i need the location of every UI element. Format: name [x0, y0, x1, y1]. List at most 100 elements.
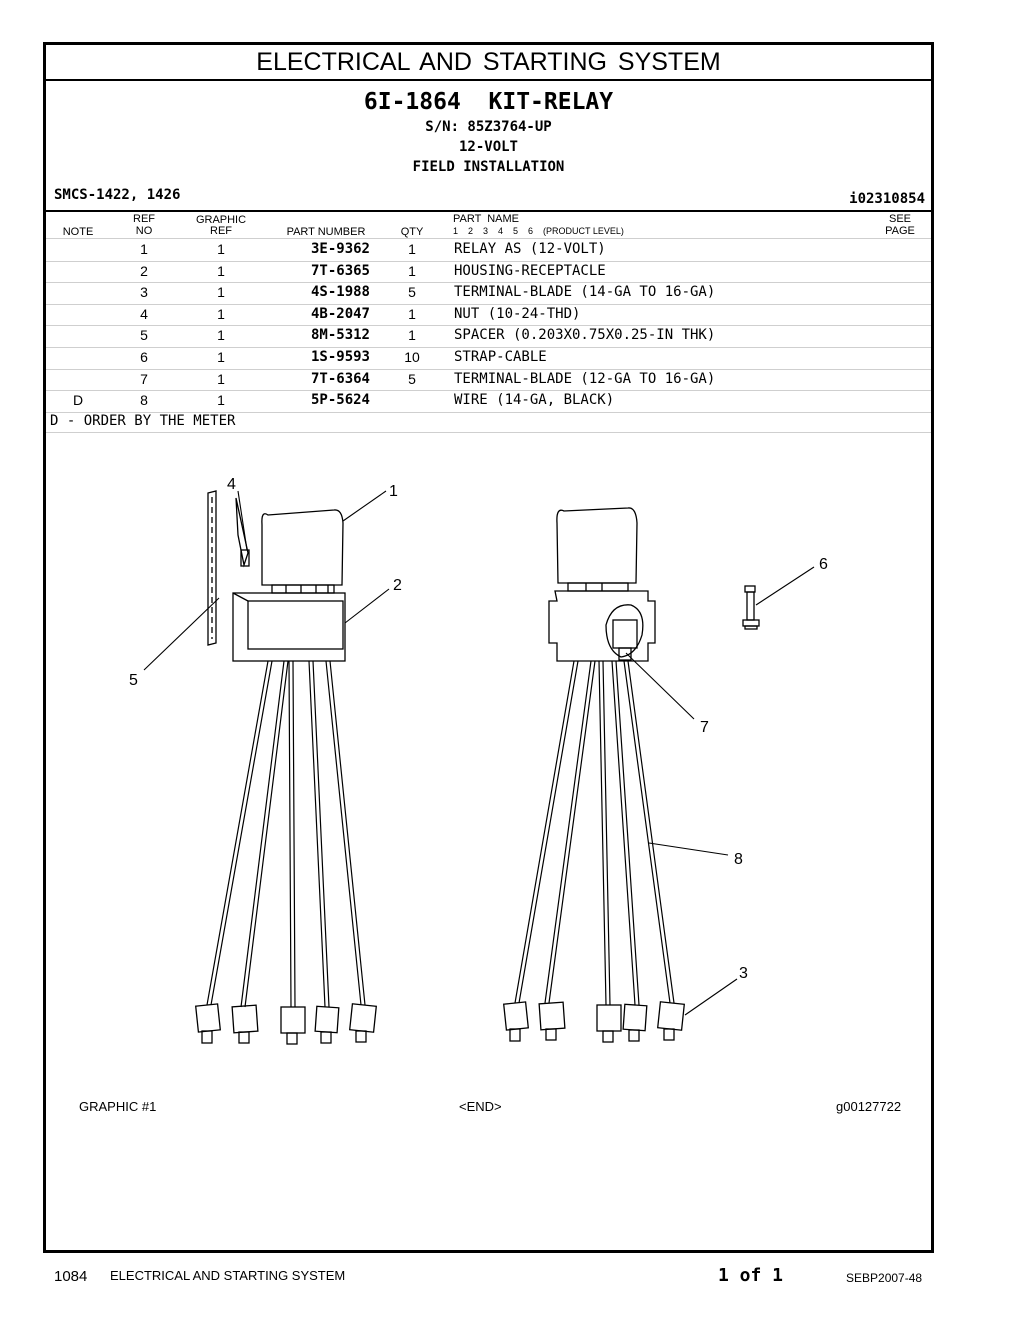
- table-row-rule: [46, 303, 931, 305]
- row-graphic-ref: 1: [217, 284, 225, 301]
- row-note: D: [72, 392, 84, 409]
- table-row-rule: [46, 368, 931, 370]
- relay-body-side: [556, 507, 638, 584]
- col-see-top: SEE: [888, 213, 911, 225]
- row-part-number: 3E-9362: [310, 241, 370, 257]
- row-graphic-ref: 1: [217, 241, 225, 257]
- footer-section: ELECTRICAL AND STARTING SYSTEM: [110, 1268, 346, 1283]
- cable-strap-part: [742, 585, 760, 630]
- col-qty: QTY: [400, 226, 424, 238]
- row-part-number: 1S-9593: [310, 349, 370, 365]
- row-qty: 5: [408, 284, 416, 301]
- left-wire-bundle: [206, 660, 366, 1008]
- section-title: ELECTRICAL AND STARTING SYSTEM: [46, 45, 931, 81]
- right-terminals: [502, 1001, 686, 1043]
- row-graphic-ref: 1: [217, 370, 225, 387]
- table-row-rule: [46, 411, 931, 413]
- row-qty: 10: [404, 349, 420, 365]
- col-ref-bottom: NO: [135, 225, 153, 237]
- col-see-bottom: PAGE: [885, 225, 915, 237]
- relay-base-side: [567, 582, 629, 592]
- row-ref-no: 5: [140, 327, 148, 344]
- graphic-id: g00127722: [836, 1099, 902, 1114]
- relay-kit-illustration: 4 1 2 5 6 7 8 3: [129, 476, 828, 1045]
- kit-title: 6I-1864 KIT-RELAY: [363, 89, 614, 115]
- callout-numbers: 4 1 2 5 6 7 8 3: [129, 476, 828, 982]
- row-qty: 5: [408, 370, 416, 387]
- page-count: 1 of 1: [718, 1265, 784, 1286]
- bracket-plate: [207, 490, 217, 646]
- row-ref-no: 8: [140, 392, 148, 409]
- table-row-rule: [46, 282, 931, 284]
- col-gref-top: GRAPHIC: [195, 214, 247, 226]
- callout-6: 6: [819, 556, 828, 573]
- callout-1: 1: [389, 483, 398, 500]
- serial-number: S/N: 85Z3764-UP: [425, 119, 552, 135]
- callout-4: 4: [227, 476, 236, 493]
- row-graphic-ref: 1: [217, 392, 225, 409]
- row-part-name: NUT (10-24-THD): [454, 305, 581, 322]
- callout-8: 8: [734, 851, 743, 868]
- relay-base: [271, 584, 335, 594]
- row-graphic-ref: 1: [217, 262, 225, 279]
- table-row-rule: [46, 325, 931, 327]
- callout-2: 2: [393, 577, 402, 594]
- smcs-code: SMCS-1422, 1426: [54, 187, 181, 203]
- row-qty: 1: [408, 241, 416, 257]
- callout-leaders: [143, 490, 815, 1016]
- callout-7: 7: [700, 719, 709, 736]
- row-part-name: STRAP-CABLE: [454, 349, 547, 365]
- housing-face: [247, 600, 344, 650]
- row-qty: 1: [408, 327, 416, 344]
- footnote: D - ORDER BY THE METER: [50, 413, 236, 429]
- row-graphic-ref: 1: [217, 349, 225, 365]
- doc-id: SEBP2007-48: [846, 1271, 923, 1285]
- col-ref-top: REF: [133, 213, 155, 225]
- callout-5: 5: [129, 672, 138, 689]
- table-row-rule: [46, 260, 931, 262]
- housing-side: [548, 590, 656, 662]
- left-terminals: [194, 1003, 378, 1045]
- row-ref-no: 1: [140, 241, 148, 257]
- parts-page-frame: ELECTRICAL AND STARTING SYSTEM 6I-1864 K…: [43, 42, 934, 1253]
- row-qty: 1: [408, 262, 416, 279]
- callout-3: 3: [739, 965, 748, 982]
- row-graphic-ref: 1: [217, 305, 225, 322]
- table-header-rule: [46, 238, 931, 239]
- row-part-number: 5P-5624: [310, 392, 370, 409]
- row-part-number: 7T-6365: [310, 262, 370, 279]
- footnote-rule: [46, 432, 931, 433]
- row-graphic-ref: 1: [217, 327, 225, 344]
- voltage-label: 12-VOLT: [458, 139, 518, 155]
- terminal-blade-detail: [612, 619, 638, 649]
- row-ref-no: 7: [140, 370, 148, 387]
- page-number: 1084: [54, 1268, 88, 1285]
- row-part-number: 8M-5312: [310, 327, 370, 344]
- col-note: NOTE: [62, 226, 94, 238]
- row-part-name: HOUSING-RECEPTACLE: [454, 262, 606, 279]
- col-product-levels: 1 2 3 4 5 6 (PRODUCT LEVEL): [453, 226, 624, 236]
- right-wire-bundle: [514, 660, 675, 1006]
- row-ref-no: 6: [140, 349, 148, 365]
- end-marker: <END>: [459, 1099, 502, 1114]
- row-part-number: 7T-6364: [310, 370, 370, 387]
- table-row-rule: [46, 347, 931, 348]
- row-part-name: WIRE (14-GA, BLACK): [454, 392, 615, 409]
- relay-body: [261, 509, 344, 586]
- col-gref-bottom: REF: [210, 225, 232, 237]
- row-part-number: 4S-1988: [310, 284, 370, 301]
- spacer-part: [240, 549, 250, 567]
- row-part-name: RELAY AS (12-VOLT): [454, 241, 606, 257]
- table-top-rule: [46, 210, 931, 212]
- row-ref-no: 4: [140, 305, 148, 322]
- terminal-detail-circle: [605, 604, 644, 658]
- row-ref-no: 3: [140, 284, 148, 301]
- table-row-rule: [46, 390, 931, 392]
- installation-label: FIELD INSTALLATION: [412, 159, 565, 175]
- row-part-number: 4B-2047: [310, 305, 370, 322]
- left-relay-assembly: [194, 490, 378, 1045]
- right-relay-assembly: [502, 507, 686, 1043]
- row-part-name: SPACER (0.203X0.75X0.25-IN THK): [454, 327, 716, 344]
- graphic-label: GRAPHIC #1: [79, 1099, 157, 1114]
- housing-receptacle: [232, 592, 346, 662]
